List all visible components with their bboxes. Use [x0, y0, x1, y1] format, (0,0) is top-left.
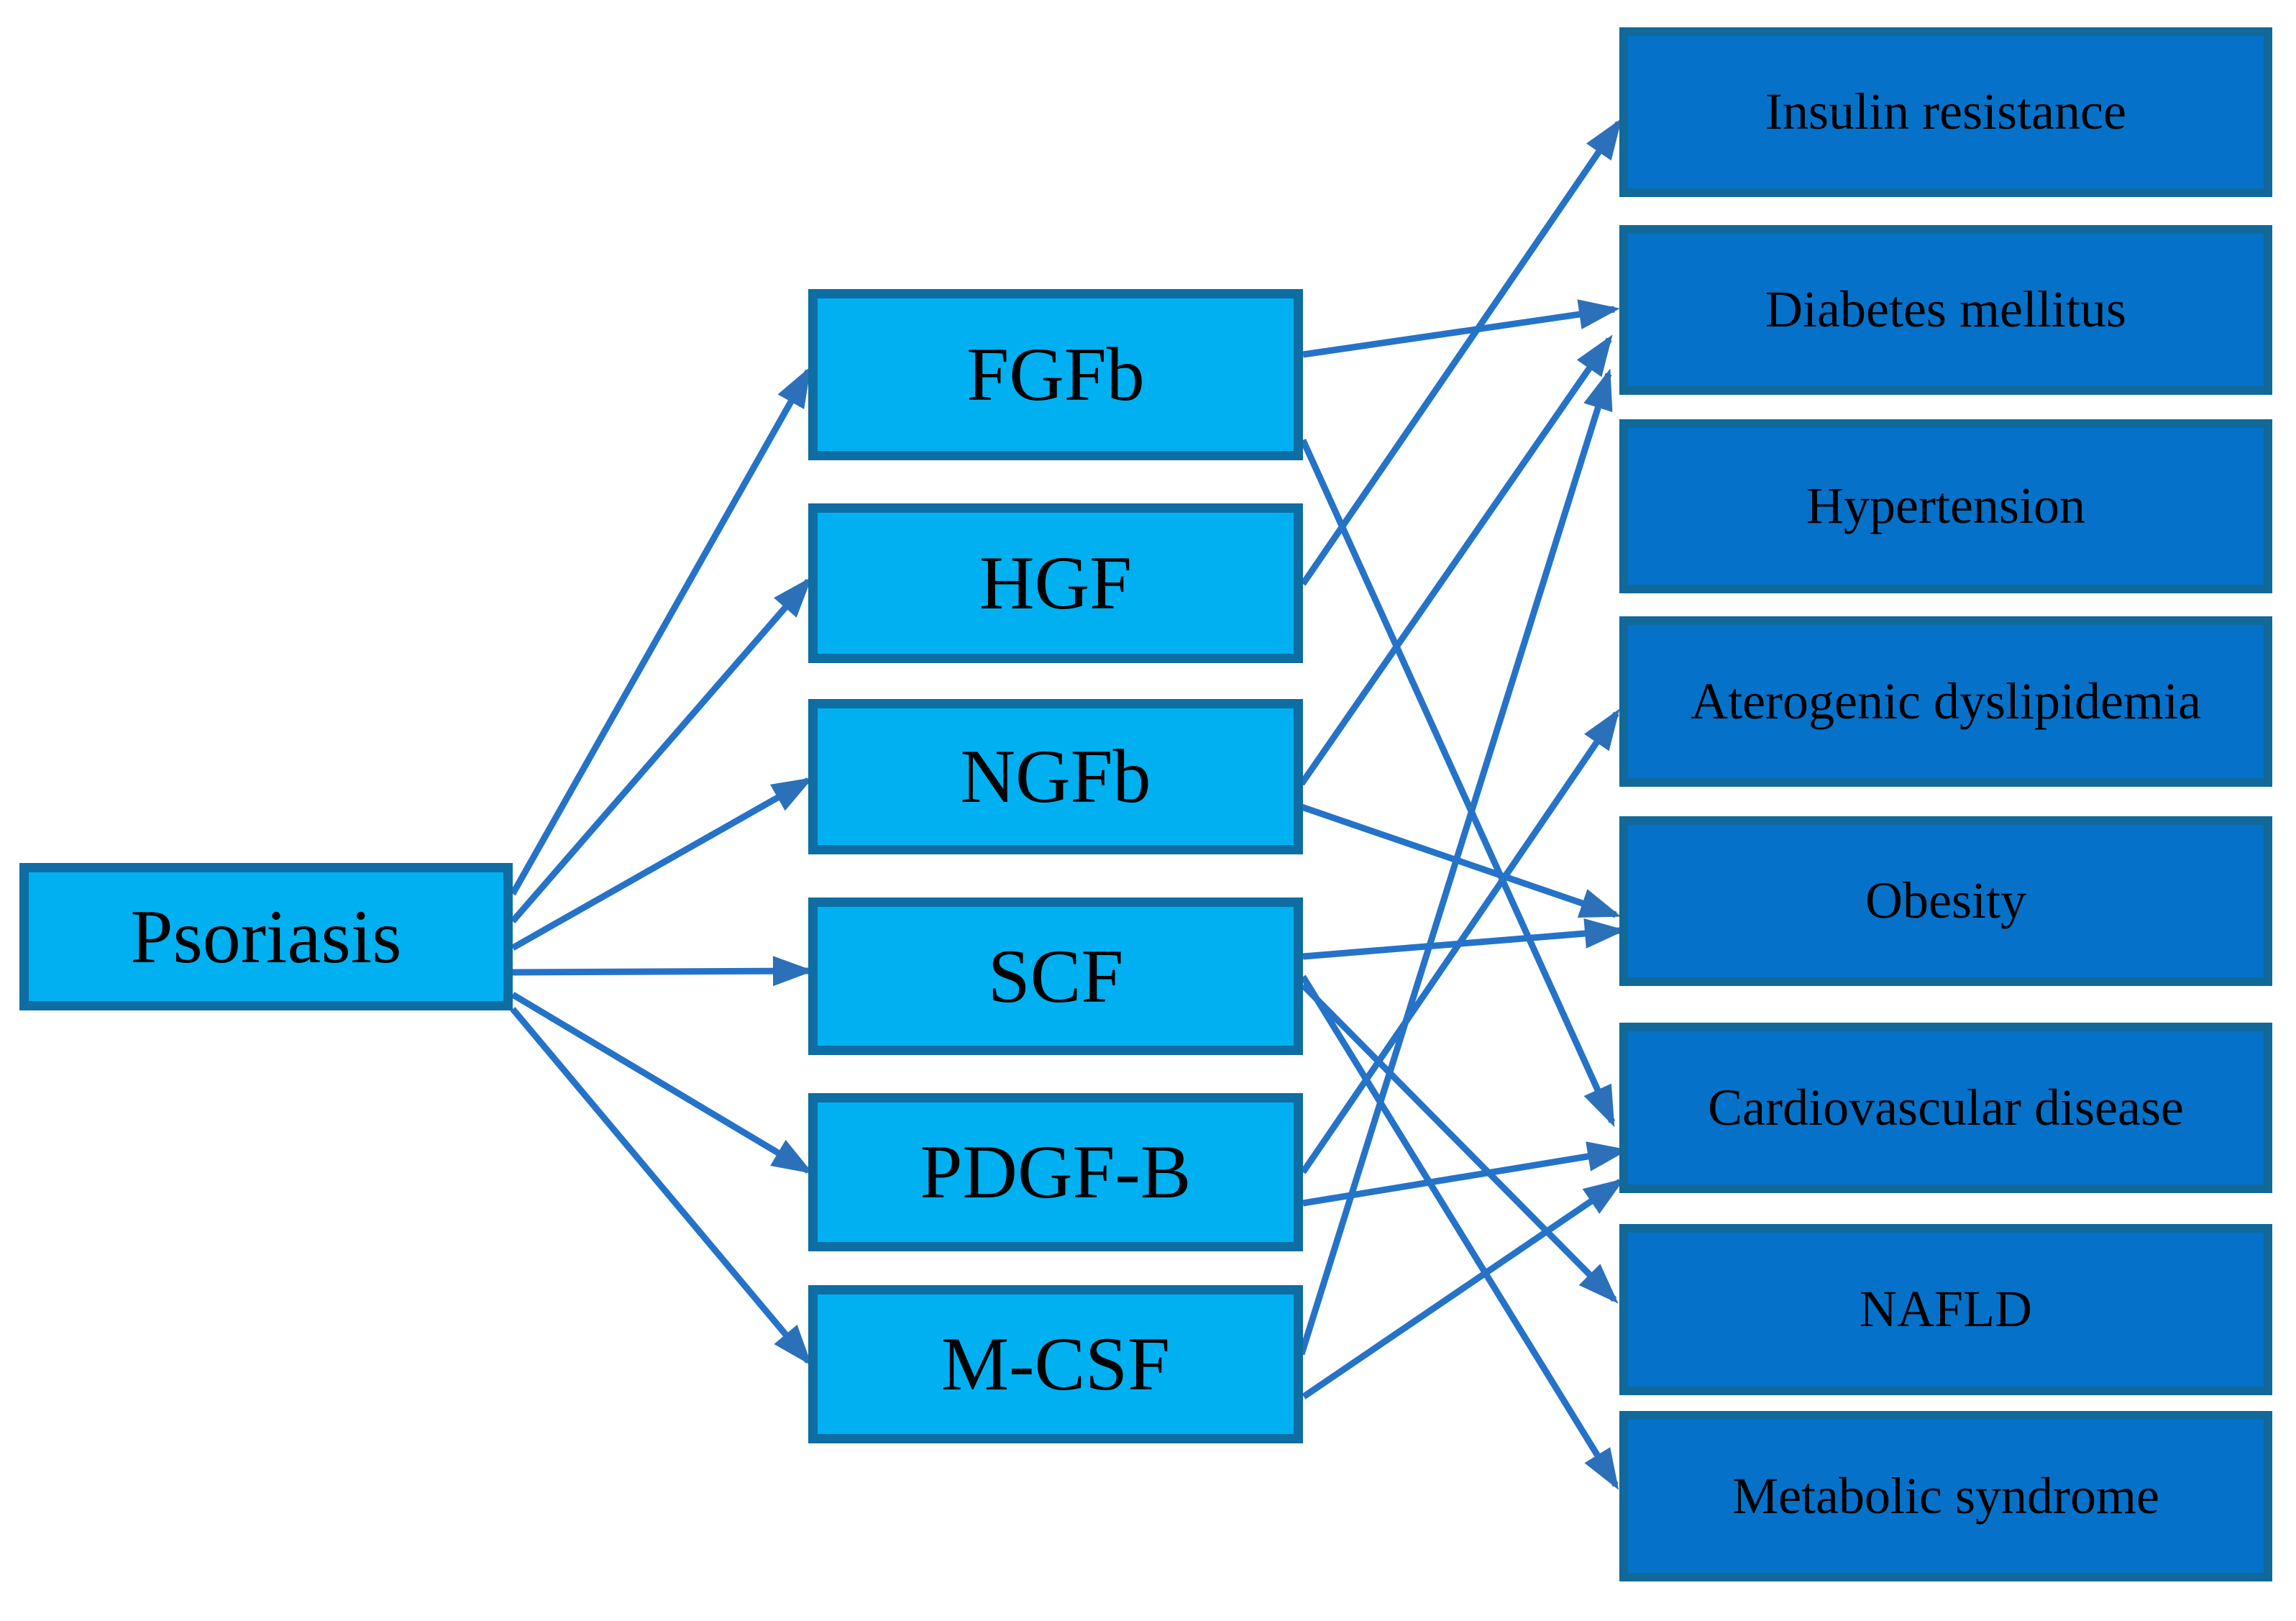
node-cvd: Cardiovascular disease: [1619, 1023, 2272, 1193]
node-label-mcsf: M-CSF: [941, 1322, 1171, 1407]
node-scf: SCF: [808, 898, 1303, 1055]
node-label-diabetes: Diabetes mellitus: [1765, 280, 2126, 339]
node-pdgfb: PDGF-B: [808, 1093, 1303, 1251]
node-label-fgfb: FGFb: [966, 332, 1145, 417]
node-fgfb: FGFb: [808, 289, 1303, 460]
node-label-ngfb: NGFb: [960, 734, 1151, 819]
node-label-obesity: Obesity: [1865, 872, 2026, 930]
node-hypertension: Hypertension: [1619, 419, 2272, 593]
arrow-psoriasis-to-mcsf: [510, 1007, 813, 1366]
node-aterogenic: Aterogenic dyslipidemia: [1619, 616, 2272, 787]
arrow-scf-to-nafld: [1300, 982, 1619, 1304]
arrow-ngfb-to-obesity: [1300, 803, 1622, 918]
arrow-scf-to-obesity: [1302, 918, 1626, 960]
arrow-psoriasis-to-ngfb: [511, 777, 813, 951]
node-hgf: HGF: [808, 503, 1303, 663]
node-label-pdgfb: PDGF-B: [920, 1130, 1192, 1215]
node-label-nafld: NAFLD: [1859, 1280, 2032, 1338]
node-metabolic: Metabolic syndrome: [1619, 1411, 2272, 1581]
arrow-psoriasis-to-fgfb: [510, 366, 811, 896]
arrow-ngfb-to-diabetes: [1299, 334, 1613, 786]
node-mcsf: M-CSF: [808, 1285, 1303, 1443]
arrow-mcsf-to-diabetes: [1298, 368, 1613, 1356]
node-label-aterogenic: Aterogenic dyslipidemia: [1691, 672, 2201, 730]
node-label-cvd: Cardiovascular disease: [1708, 1078, 2184, 1136]
node-nafld: NAFLD: [1619, 1224, 2272, 1395]
node-psoriasis: Psoriasis: [19, 863, 513, 1010]
node-label-hgf: HGF: [979, 541, 1133, 626]
arrow-hgf-to-insulin: [1300, 118, 1622, 586]
node-label-hypertension: Hypertension: [1806, 477, 2085, 535]
arrow-psoriasis-to-scf: [512, 956, 814, 987]
node-label-metabolic: Metabolic syndrome: [1732, 1466, 2159, 1525]
arrow-pdgfb-to-cvd: [1302, 1141, 1629, 1207]
arrow-psoriasis-to-pdgfb: [511, 992, 813, 1174]
arrow-fgfb-to-cvd: [1299, 439, 1616, 1128]
arrow-fgfb-to-diabetes: [1302, 299, 1620, 358]
node-ngfb: NGFb: [808, 699, 1303, 854]
node-label-psoriasis: Psoriasis: [130, 894, 402, 979]
arrow-pdgfb-to-aterogenic: [1300, 708, 1620, 1174]
arrow-psoriasis-to-hgf: [510, 576, 813, 923]
node-insulin: Insulin resistance: [1619, 27, 2272, 197]
node-label-insulin: Insulin resistance: [1765, 83, 2126, 141]
arrow-mcsf-to-cvd: [1302, 1178, 1625, 1399]
node-label-scf: SCF: [987, 933, 1124, 1018]
node-diabetes: Diabetes mellitus: [1619, 225, 2272, 395]
arrow-scf-to-metabolic: [1300, 974, 1619, 1490]
node-obesity: Obesity: [1619, 816, 2272, 986]
